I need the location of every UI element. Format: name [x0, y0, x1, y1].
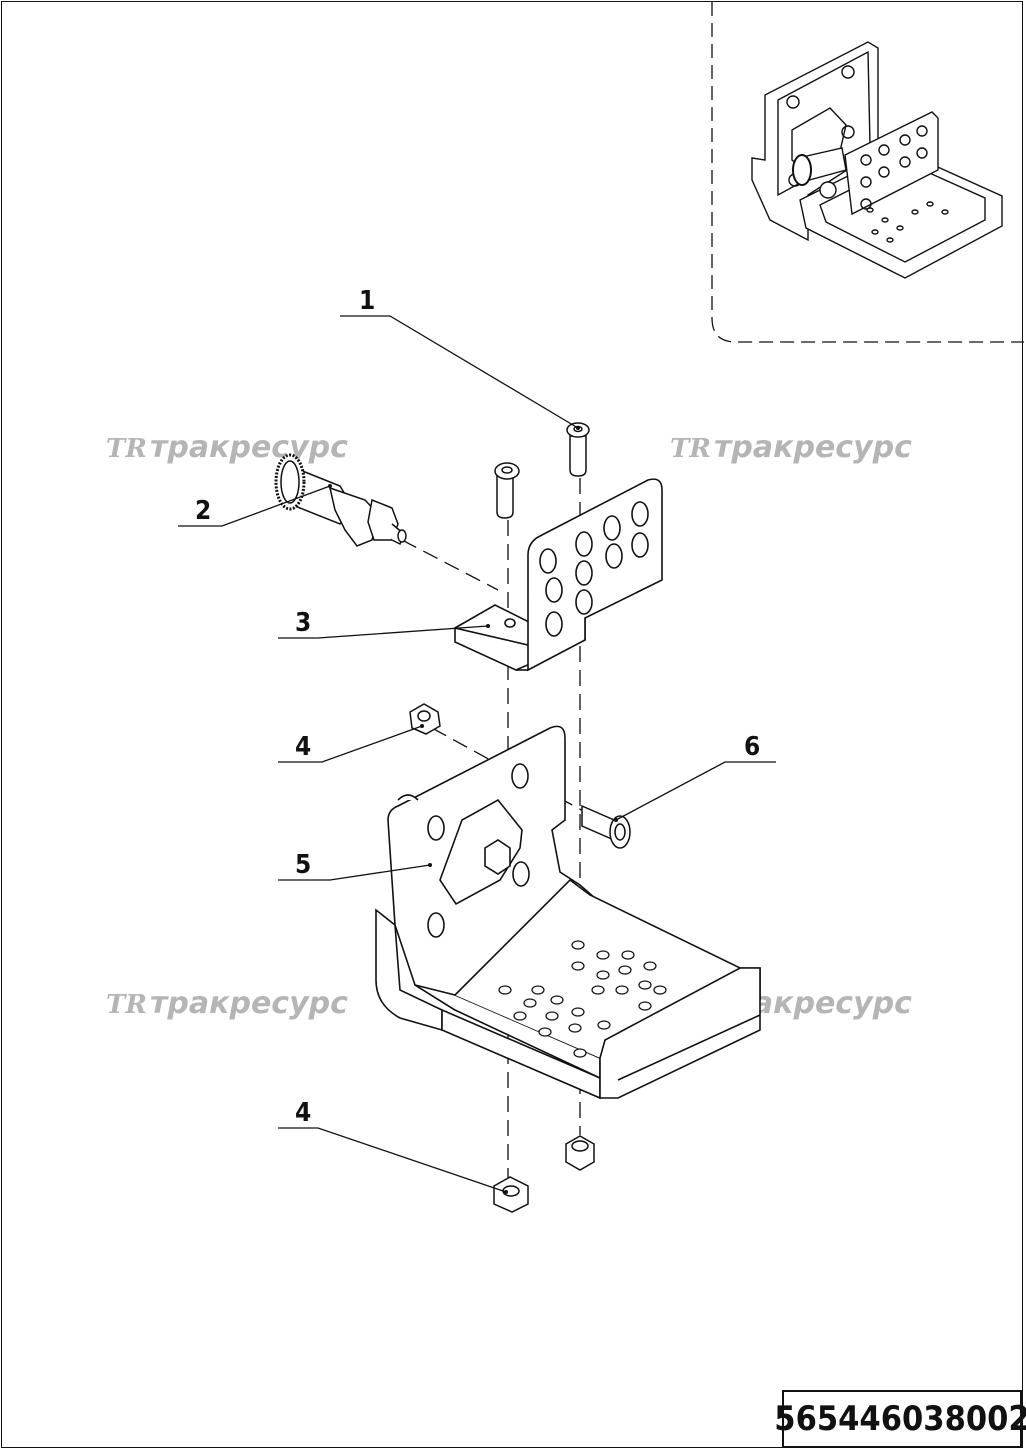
- callout-dots: [328, 426, 618, 1194]
- svg-text:тракресурс: тракресурс: [150, 430, 348, 465]
- part-2-plunger: [274, 453, 407, 547]
- svg-text:тракресурс: тракресурс: [150, 986, 348, 1021]
- lower-nuts: [493, 1135, 595, 1213]
- detail-view-inset: [711, 2, 1024, 343]
- part-3-bracket: [452, 478, 663, 672]
- watermark-top-right: TR тракресурс: [670, 430, 912, 465]
- part-5-base: [375, 725, 761, 1100]
- svg-text:TR: TR: [106, 990, 147, 1020]
- svg-text:TR: TR: [106, 434, 147, 464]
- part-6-bolt: [581, 804, 631, 849]
- callout-5: 5: [295, 850, 311, 880]
- svg-text:тракресурс: тракресурс: [714, 430, 912, 465]
- drawing-number-box: 565446038002: [774, 1390, 1026, 1448]
- assembled-mini-view: [751, 41, 1003, 279]
- callout-4a: 4: [295, 732, 311, 762]
- svg-text:TR: TR: [670, 434, 711, 464]
- part-1-screws: [494, 422, 590, 519]
- callout-3: 3: [295, 608, 311, 638]
- callout-leaders: [178, 315, 776, 1193]
- callout-2: 2: [195, 496, 211, 526]
- callout-labels: 1 2 3 4 5 6 4: [195, 286, 760, 1128]
- watermark-bottom-left: TR тракресурс: [106, 986, 348, 1021]
- callout-6: 6: [744, 732, 760, 762]
- part-4-nut-upper: [409, 703, 441, 735]
- drawing-number: 565446038002: [774, 1399, 1026, 1439]
- watermark-top-left: TR тракресурс: [106, 430, 348, 465]
- callout-4b: 4: [295, 1098, 311, 1128]
- callout-1: 1: [359, 286, 375, 316]
